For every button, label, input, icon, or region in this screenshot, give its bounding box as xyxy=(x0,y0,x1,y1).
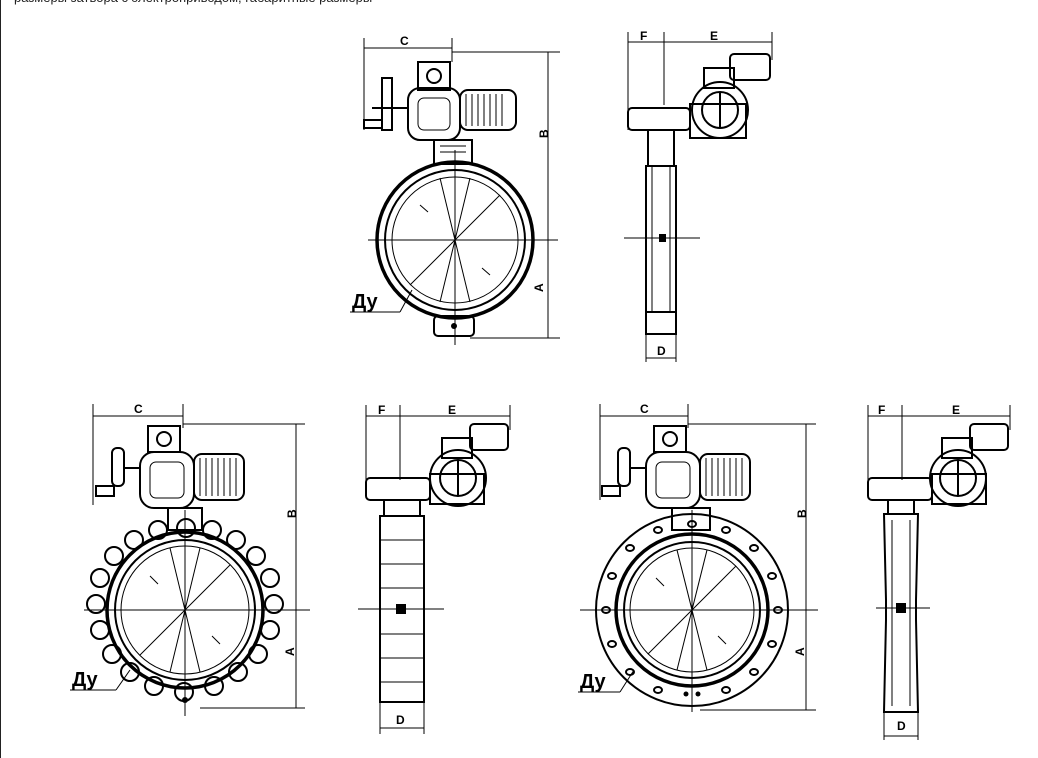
dim-label-c-2: С xyxy=(134,402,143,416)
du-label-3: Ду xyxy=(580,671,606,693)
du-label-1: Ду xyxy=(352,291,378,313)
dim-label-a-2: А xyxy=(283,647,297,656)
dim-label-f-2: F xyxy=(378,403,385,417)
dim-label-c-3: С xyxy=(640,402,649,416)
wafer-side-view: F Е D xyxy=(624,29,773,362)
dim-label-b-3: В xyxy=(795,509,809,518)
dim-label-d-3: D xyxy=(897,719,906,733)
dim-label-f: F xyxy=(640,29,647,43)
dim-label-d: D xyxy=(657,344,666,358)
dim-label-b-2: В xyxy=(285,509,299,518)
dim-label-e-3: Е xyxy=(952,403,960,417)
flanged-front-view: С В А xyxy=(578,402,818,712)
flanged-side-view: F Е D xyxy=(867,403,1011,740)
page-left-border xyxy=(0,0,1,758)
dim-label-f-3: F xyxy=(878,403,885,417)
lug-side-view: F Е D xyxy=(358,403,511,734)
dim-label-e: Е xyxy=(710,29,718,43)
wafer-front-view: С В А xyxy=(350,34,560,345)
lug-front-view: С В А xyxy=(70,402,310,716)
du-label-2: Ду xyxy=(72,669,98,691)
dim-label-b: В xyxy=(537,129,551,138)
dim-label-d-2: D xyxy=(396,713,405,727)
dim-label-c: С xyxy=(400,34,409,48)
dim-label-a: А xyxy=(532,283,546,292)
dim-label-e-2: Е xyxy=(448,403,456,417)
dim-label-a-3: А xyxy=(793,647,807,656)
header-text: размеры затвора с электроприводом, габар… xyxy=(14,0,1024,10)
